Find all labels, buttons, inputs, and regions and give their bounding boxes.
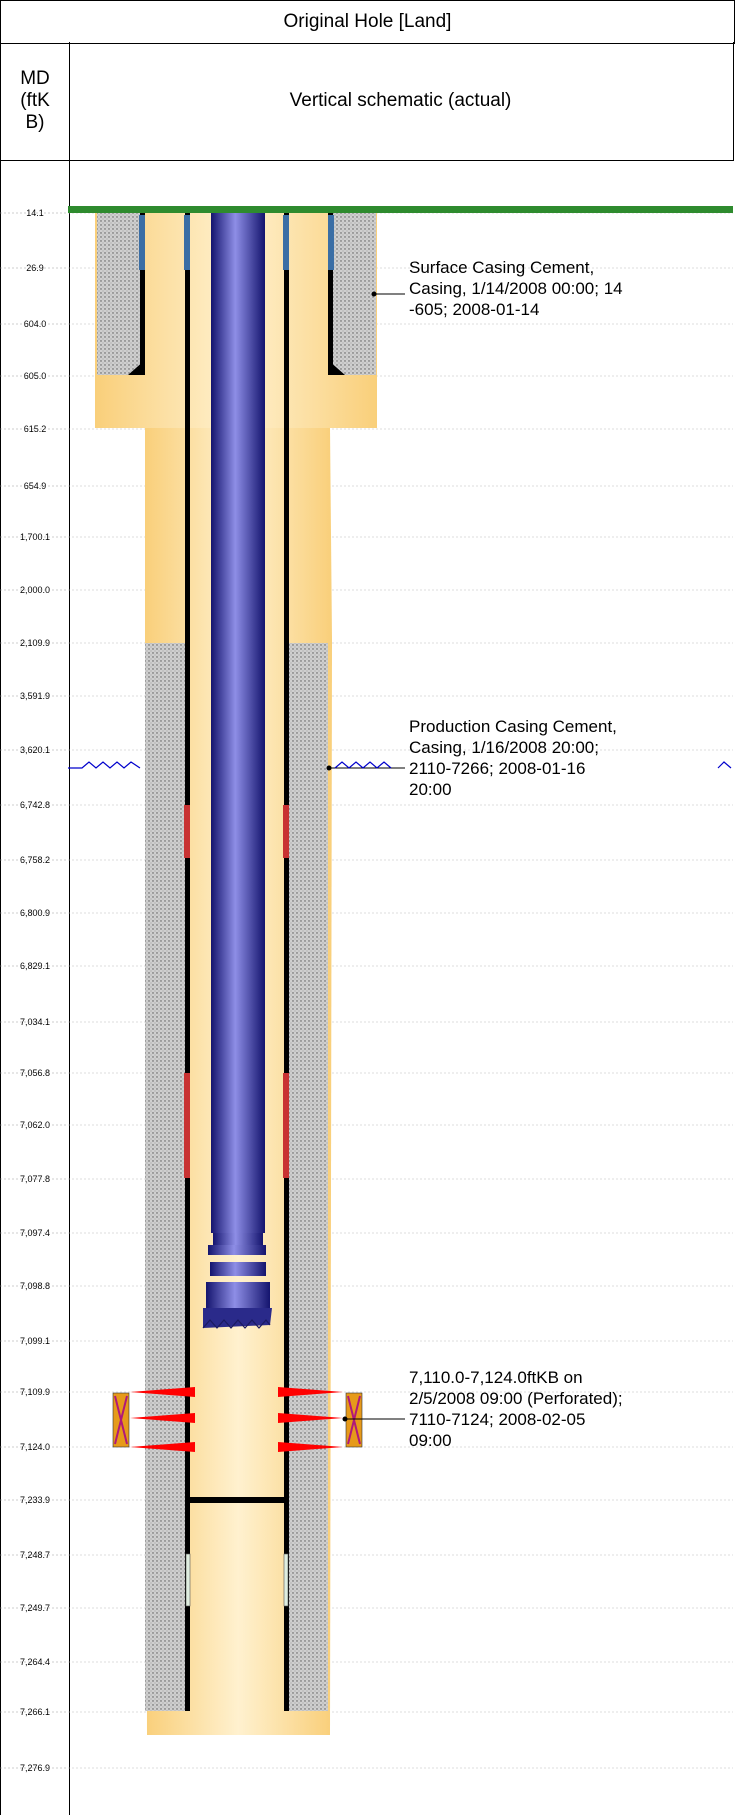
surface-casing-coupling xyxy=(139,215,145,270)
surface-cement-right xyxy=(332,213,376,375)
mule-shoe-teeth xyxy=(202,1319,271,1329)
depth-label: 7,097.4 xyxy=(19,1228,51,1238)
depth-label: 615.2 xyxy=(23,424,47,434)
perforation-line-4: 09:00 xyxy=(409,1431,452,1450)
depth-label: 654.9 xyxy=(23,481,47,491)
production-casing-line-1: Production Casing Cement, xyxy=(409,717,617,736)
depth-label: 7,056.8 xyxy=(19,1068,51,1078)
md-depth-column: 14.1 26.9 604.0 605.0 615.2 654.9 1,700.1 2,000… xyxy=(0,161,70,1815)
perf-gun-mark xyxy=(347,1395,361,1445)
depth-label: 7,249.7 xyxy=(19,1603,51,1613)
depth-label: 7,109.9 xyxy=(19,1387,51,1397)
depth-label: 7,233.9 xyxy=(19,1495,51,1505)
depth-label: 6,758.2 xyxy=(19,855,51,865)
depth-label: 7,099.1 xyxy=(19,1336,51,1346)
bridge-plug xyxy=(190,1497,284,1503)
leader-dot xyxy=(371,291,377,297)
depth-label: 7,124.0 xyxy=(19,1442,51,1452)
depth-label: 6,800.9 xyxy=(19,908,51,918)
casing-shoe-right xyxy=(328,360,345,375)
surface-casing-left xyxy=(140,213,145,375)
surface-casing-line-3: -605; 2008-01-14 xyxy=(409,300,540,319)
perforation-line-3: 7110-7124; 2008-02-05 xyxy=(409,1410,586,1429)
perf-charge-left xyxy=(130,1413,195,1423)
production-cement-left xyxy=(145,643,185,1711)
casing-joint-marker xyxy=(283,1073,289,1178)
depth-label: 7,034.1 xyxy=(19,1017,51,1027)
md-header-text: MD (ftKB) xyxy=(20,68,50,133)
depth-label: 2,000.0 xyxy=(19,585,51,595)
casing-marker-joint xyxy=(185,1553,191,1607)
md-column-header: MD (ftKB) xyxy=(0,42,70,161)
leader-dot xyxy=(342,1416,348,1422)
annotation-surface-casing: Surface Casing Cement, Casing, 1/14/2008… xyxy=(409,257,623,320)
depth-label: 14.1 xyxy=(26,208,44,218)
production-casing-coupling xyxy=(184,215,190,270)
perf-charge-right xyxy=(278,1442,343,1452)
depth-label: 26.9 xyxy=(26,263,44,273)
tubing-bottom-assembly xyxy=(206,1282,270,1308)
perf-charge-left xyxy=(130,1442,195,1452)
depth-label: 7,062.0 xyxy=(19,1120,51,1130)
annotation-production-casing: Production Casing Cement, Casing, 1/16/2… xyxy=(409,716,617,800)
depth-label: 7,266.1 xyxy=(19,1707,51,1717)
schematic-column-header: Vertical schematic (actual) xyxy=(68,42,734,161)
perf-charge-right xyxy=(278,1413,343,1423)
production-casing-coupling xyxy=(283,215,289,270)
casing-shoe-left xyxy=(128,360,145,375)
surface-casing-line-1: Surface Casing Cement, xyxy=(409,258,595,277)
tubing-collar xyxy=(208,1245,266,1255)
surface-casing-coupling xyxy=(328,215,334,270)
depth-label: 1,700.1 xyxy=(19,532,51,542)
depth-label: 3,591.9 xyxy=(19,691,51,701)
leader-dot xyxy=(326,765,332,771)
depth-label: 7,098.8 xyxy=(19,1281,51,1291)
surface-casing-line-2: Casing, 1/14/2008 00:00; 14 xyxy=(409,279,623,298)
depth-label: 6,742.8 xyxy=(19,800,51,810)
surface-cement-left xyxy=(97,213,141,375)
depth-label: 3,620.1 xyxy=(19,745,51,755)
casing-joint-marker xyxy=(184,1073,190,1178)
production-casing-left xyxy=(185,213,190,1711)
casing-joint-marker xyxy=(283,805,289,858)
perforation-line-1: 7,110.0-7,124.0ftKB on xyxy=(409,1368,583,1387)
annotation-perforation: 7,110.0-7,124.0ftKB on 2/5/2008 09:00 (P… xyxy=(409,1367,623,1451)
production-casing-wave-left xyxy=(68,761,141,769)
depth-label: 2,109.9 xyxy=(19,638,51,648)
ground-surface xyxy=(68,206,733,213)
tubing-collar xyxy=(213,1233,263,1245)
perf-charge-left xyxy=(130,1387,195,1397)
production-cement-right xyxy=(288,643,328,1711)
production-casing-right xyxy=(284,213,289,1711)
depth-label: 7,248.7 xyxy=(19,1550,51,1560)
depth-label: 605.0 xyxy=(23,371,47,381)
perf-gun-mark xyxy=(114,1395,128,1445)
production-casing-wave-right xyxy=(334,761,392,769)
production-casing-wave-edge xyxy=(717,761,732,769)
depth-label: 7,077.8 xyxy=(19,1174,51,1184)
depth-label: 7,264.4 xyxy=(19,1657,51,1667)
casing-marker-joint xyxy=(283,1553,289,1607)
tubing-string xyxy=(211,213,265,1233)
depth-label: 604.0 xyxy=(23,319,47,329)
depth-label: 6,829.1 xyxy=(19,961,51,971)
surface-casing-right xyxy=(328,213,333,375)
perforation-line-2: 2/5/2008 09:00 (Perforated); xyxy=(409,1389,623,1408)
production-casing-line-2: Casing, 1/16/2008 20:00; xyxy=(409,738,599,757)
production-casing-line-3: 2110-7266; 2008-01-16 xyxy=(409,759,586,778)
production-casing-line-4: 20:00 xyxy=(409,780,452,799)
tubing-collar xyxy=(210,1262,266,1276)
depth-label: 7,276.9 xyxy=(19,1763,51,1773)
casing-joint-marker xyxy=(184,805,190,858)
perf-charge-right xyxy=(278,1387,343,1397)
